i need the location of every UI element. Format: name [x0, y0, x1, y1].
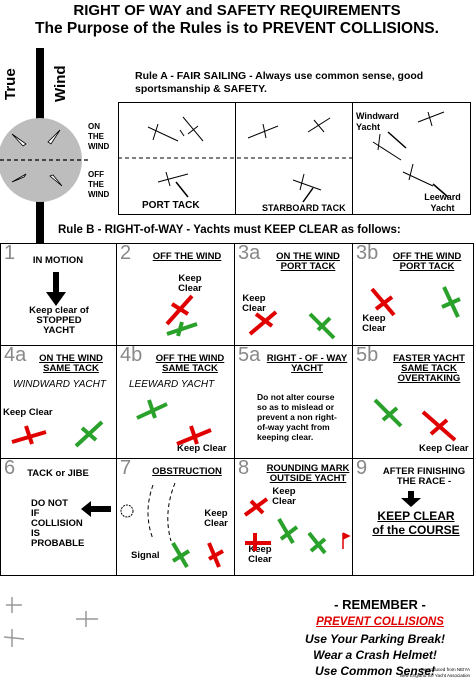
keep-clear-label: Keep Clear [272, 486, 296, 507]
cell-2: 2 OFF THE WIND Keep Clear [116, 242, 235, 346]
cell-number: 2 [120, 242, 132, 264]
yachts-icon [370, 286, 461, 318]
yachts-icon [248, 310, 336, 340]
keep-clear-label: Keep Clear [242, 293, 266, 314]
page-subtitle: The Purpose of the Rules is to PREVENT C… [35, 20, 439, 37]
cell-number: 5b [356, 344, 379, 366]
down-arrow-icon [401, 491, 421, 507]
remember-line-3: Wear a Crash Helmet! [313, 648, 437, 662]
left-arrow-icon [81, 501, 111, 517]
yachts-icon [11, 420, 104, 448]
cell-title: OFF THE WIND [152, 251, 222, 262]
cell-5a: 5a RIGHT - OF - WAY YACHT Do not alter c… [234, 344, 353, 459]
cell-7: 7 OBSTRUCTION Keep Clear Signal [116, 457, 235, 576]
keep-clear-label: Keep Clear [362, 313, 386, 334]
cell-number: 3b [356, 242, 379, 264]
true-label: True [2, 68, 19, 100]
remember-line-2: Use Your Parking Break! [304, 632, 446, 646]
bottom-yachts-icon [3, 597, 98, 647]
cell-number: 1 [4, 242, 16, 264]
windward-yacht-label: Windward Yacht [356, 111, 399, 132]
keep-clear-label: Keep Clear [177, 443, 227, 454]
cell-body: Keep clear of STOPPED YACHT [29, 305, 89, 336]
cell-9: 9 AFTER FINISHING THE RACE - KEEP CLEAR … [352, 457, 474, 576]
cell-title: ON THE WIND PORT TACK [276, 251, 340, 272]
cell-number: 4a [4, 344, 27, 366]
yachts-icon [373, 398, 457, 442]
off-wind-label: OFF THE WIND [88, 170, 110, 199]
leeward-yacht-label: Leeward Yacht [424, 192, 461, 213]
cell-number: 9 [356, 457, 368, 479]
cell-subtitle: LEEWARD YACHT [129, 379, 215, 390]
page-title: RIGHT OF WAY and SAFETY REQUIREMENTS [73, 2, 401, 19]
cell-number: 6 [4, 457, 16, 479]
cell-title: IN MOTION [32, 255, 84, 266]
keep-clear-label: Keep Clear [178, 273, 202, 294]
port-tack-label: PORT TACK [142, 200, 200, 211]
compass-diagram [0, 118, 90, 202]
cell-body: DO NOT IF COLLISION IS PROBABLE [31, 498, 85, 549]
rule-a-heading: Rule A - FAIR SAILING - Always use commo… [135, 70, 424, 95]
rule-a-diagram [118, 102, 471, 215]
cell-body: Do not alter course so as to mislead or … [257, 392, 337, 442]
yachts-icon [136, 399, 212, 446]
cell-4a: 4a ON THE WIND SAME TACK WINDWARD YACHT … [0, 344, 117, 459]
cell-title: FASTER YACHT SAME TACK OVERTAKING [393, 353, 465, 384]
cell-subtitle: WINDWARD YACHT [13, 379, 106, 390]
cell-title: ROUNDING MARK OUTSIDE YACHT [266, 463, 350, 484]
cell-title: TACK or JIBE [27, 468, 89, 479]
cell-3b: 3b OFF THE WIND PORT TACK Keep Clear [352, 242, 474, 346]
keep-clear-label: Keep Clear [419, 443, 469, 454]
cell-title: ON THE WIND SAME TACK [39, 353, 103, 374]
cell-number: 8 [238, 457, 250, 479]
cell-number: 7 [120, 457, 132, 479]
keep-clear-label: Keep Clear [3, 407, 53, 418]
cell-number: 3a [238, 242, 261, 264]
starboard-tack-label: STARBOARD TACK [262, 203, 346, 213]
cell-4b: 4b OFF THE WIND SAME TACK LEEWARD YACHT … [116, 344, 235, 459]
cell-number: 4b [120, 344, 143, 366]
signal-label: Signal [131, 550, 160, 561]
cell-number: 5a [238, 344, 261, 366]
on-wind-label: ON THE WIND [88, 122, 110, 151]
cell-3a: 3a ON THE WIND PORT TACK Keep Clear [234, 242, 353, 346]
cell-1: 1 IN MOTION Keep clear of STOPPED YACHT [0, 242, 117, 346]
credit-line-2: New England Ice Yacht Association [399, 673, 470, 678]
rule-b-heading: Rule B - RIGHT-of-WAY - Yachts must KEEP… [58, 224, 401, 236]
cell-title: OFF THE WIND PORT TACK [392, 251, 462, 272]
cell-body: KEEP CLEAR of the COURSE [372, 509, 460, 537]
down-arrow-icon [46, 272, 66, 306]
cell-5b: 5b FASTER YACHT SAME TACK OVERTAKING Kee… [352, 344, 474, 459]
cell-8: 8 ROUNDING MARK OUTSIDE YACHT Keep Clear… [234, 457, 353, 576]
cell-title: OBSTRUCTION [152, 466, 222, 477]
obstruction-diagram [120, 482, 224, 569]
yachts-icon [165, 294, 198, 337]
remember-line-4: Use Common Sense! [314, 664, 436, 678]
remember-heading: - REMEMBER - [334, 597, 426, 612]
cell-title: RIGHT - OF - WAY YACHT [266, 353, 348, 374]
remember-line-1: PREVENT COLLISIONS [316, 616, 444, 628]
keep-clear-label: Keep Clear [248, 544, 272, 565]
cell-6: 6 TACK or JIBE DO NOT IF COLLISION IS PR… [0, 457, 117, 576]
keep-clear-label: Keep Clear [204, 508, 228, 529]
credit-line-1: Reproduced from NEIYA [420, 667, 470, 672]
cell-title: AFTER FINISHING THE RACE - [382, 466, 466, 487]
wind-label: Wind [52, 65, 69, 102]
rounding-mark-diagram [243, 497, 351, 555]
cell-title: OFF THE WIND SAME TACK [155, 353, 225, 374]
